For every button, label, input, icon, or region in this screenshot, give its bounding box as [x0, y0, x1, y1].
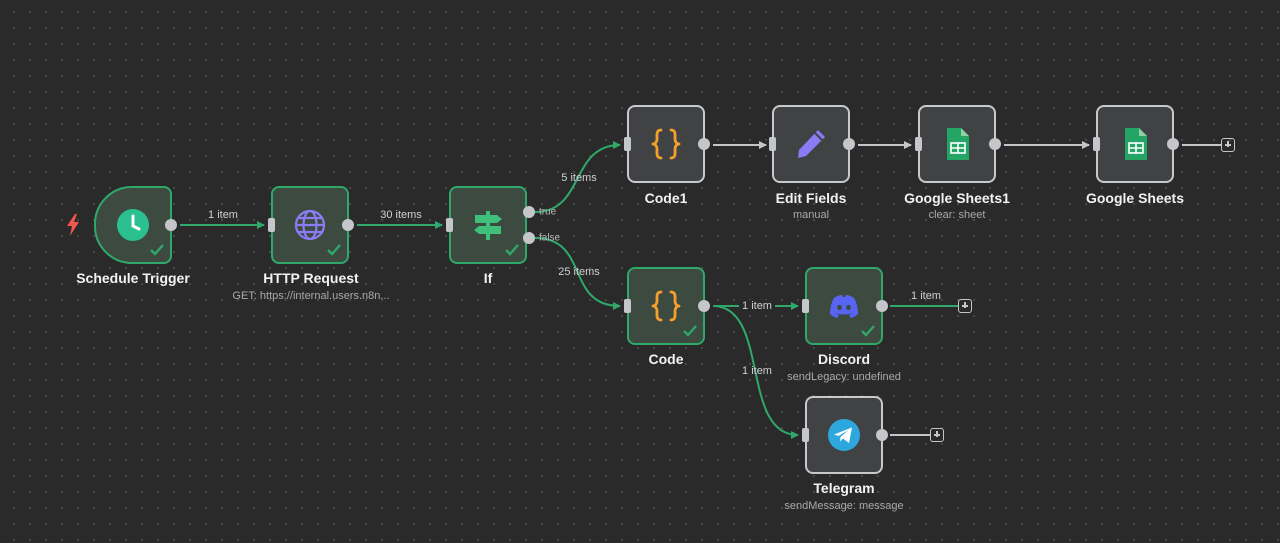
discord-icon [830, 295, 858, 318]
node-google-sheets1[interactable] [915, 105, 1001, 183]
node-title: Google Sheets1 [904, 190, 1010, 206]
output-handle[interactable] [698, 138, 710, 150]
edge-code-to-telegram[interactable] [712, 305, 799, 439]
edge-if-true-to-code1[interactable] [534, 141, 621, 213]
globe-icon [294, 209, 326, 241]
pencil-icon [798, 130, 825, 158]
if-true-label: true [539, 206, 557, 218]
braces-icon [651, 128, 681, 160]
output-handle[interactable] [342, 219, 354, 231]
lightning-bolt-icon [67, 214, 79, 236]
output-handle[interactable] [876, 300, 888, 312]
edge-item-count: 1 item [208, 209, 238, 221]
node-subtitle: manual [792, 209, 830, 221]
node-if[interactable] [446, 186, 527, 264]
add-node-button[interactable] [1221, 138, 1235, 152]
success-check-icon [150, 244, 164, 256]
edge-item-count: 1 item [739, 300, 775, 312]
output-handle[interactable] [843, 138, 855, 150]
edge-item-count: 1 item [911, 290, 941, 302]
input-handle[interactable] [802, 299, 809, 313]
output-handle[interactable] [1167, 138, 1179, 150]
input-handle[interactable] [802, 428, 809, 442]
if-false-output-handle[interactable] [523, 232, 535, 244]
input-handle[interactable] [1093, 137, 1100, 151]
node-subtitle: clear: sheet [928, 209, 986, 221]
success-check-icon [505, 244, 519, 256]
telegram-icon [828, 419, 860, 451]
node-schedule-trigger[interactable] [94, 186, 177, 264]
node-telegram[interactable] [802, 396, 888, 474]
node-title: Code1 [644, 190, 688, 206]
node-code1[interactable] [624, 105, 710, 183]
input-handle[interactable] [624, 137, 631, 151]
google-sheets-icon [1125, 128, 1147, 160]
input-handle[interactable] [446, 218, 453, 232]
add-node-button[interactable] [958, 299, 972, 313]
if-true-output-handle[interactable] [523, 206, 535, 218]
if-false-label: false [539, 232, 561, 244]
input-handle[interactable] [268, 218, 275, 232]
success-check-icon [683, 325, 697, 337]
add-node-button[interactable] [930, 428, 944, 442]
edge-item-count: 30 items [380, 209, 422, 221]
node-google-sheets[interactable] [1093, 105, 1179, 183]
input-handle[interactable] [624, 299, 631, 313]
clock-icon [117, 209, 149, 241]
node-title: Edit Fields [775, 190, 847, 206]
node-subtitle: sendLegacy: undefined [787, 371, 901, 383]
node-http-request[interactable] [268, 186, 354, 264]
success-check-icon [327, 244, 341, 256]
node-title: Schedule Trigger [76, 270, 190, 286]
input-handle[interactable] [915, 137, 922, 151]
output-handle[interactable] [165, 219, 177, 231]
input-handle[interactable] [769, 137, 776, 151]
node-edit-fields[interactable] [769, 105, 855, 183]
node-code[interactable] [624, 267, 710, 345]
braces-icon [651, 290, 681, 322]
node-subtitle: sendMessage: message [784, 500, 904, 512]
node-discord[interactable] [802, 267, 888, 345]
edge-item-count: 1 item [742, 365, 772, 377]
signpost-icon [474, 211, 502, 240]
node-subtitle: GET: https://internal.users.n8n... [232, 290, 390, 302]
node-title: Discord [817, 351, 871, 367]
edge-if-false-to-code[interactable] [534, 237, 621, 310]
node-title: Google Sheets [1085, 190, 1185, 206]
node-title: HTTP Request [263, 270, 359, 286]
google-sheets-icon [947, 128, 969, 160]
output-handle[interactable] [876, 429, 888, 441]
edge-item-count: 5 items [561, 172, 597, 184]
node-title: Code [648, 351, 684, 367]
node-title: Telegram [813, 480, 875, 496]
node-title: If [483, 270, 493, 286]
edge-item-count: 25 items [558, 266, 600, 278]
success-check-icon [861, 325, 875, 337]
output-handle[interactable] [698, 300, 710, 312]
output-handle[interactable] [989, 138, 1001, 150]
